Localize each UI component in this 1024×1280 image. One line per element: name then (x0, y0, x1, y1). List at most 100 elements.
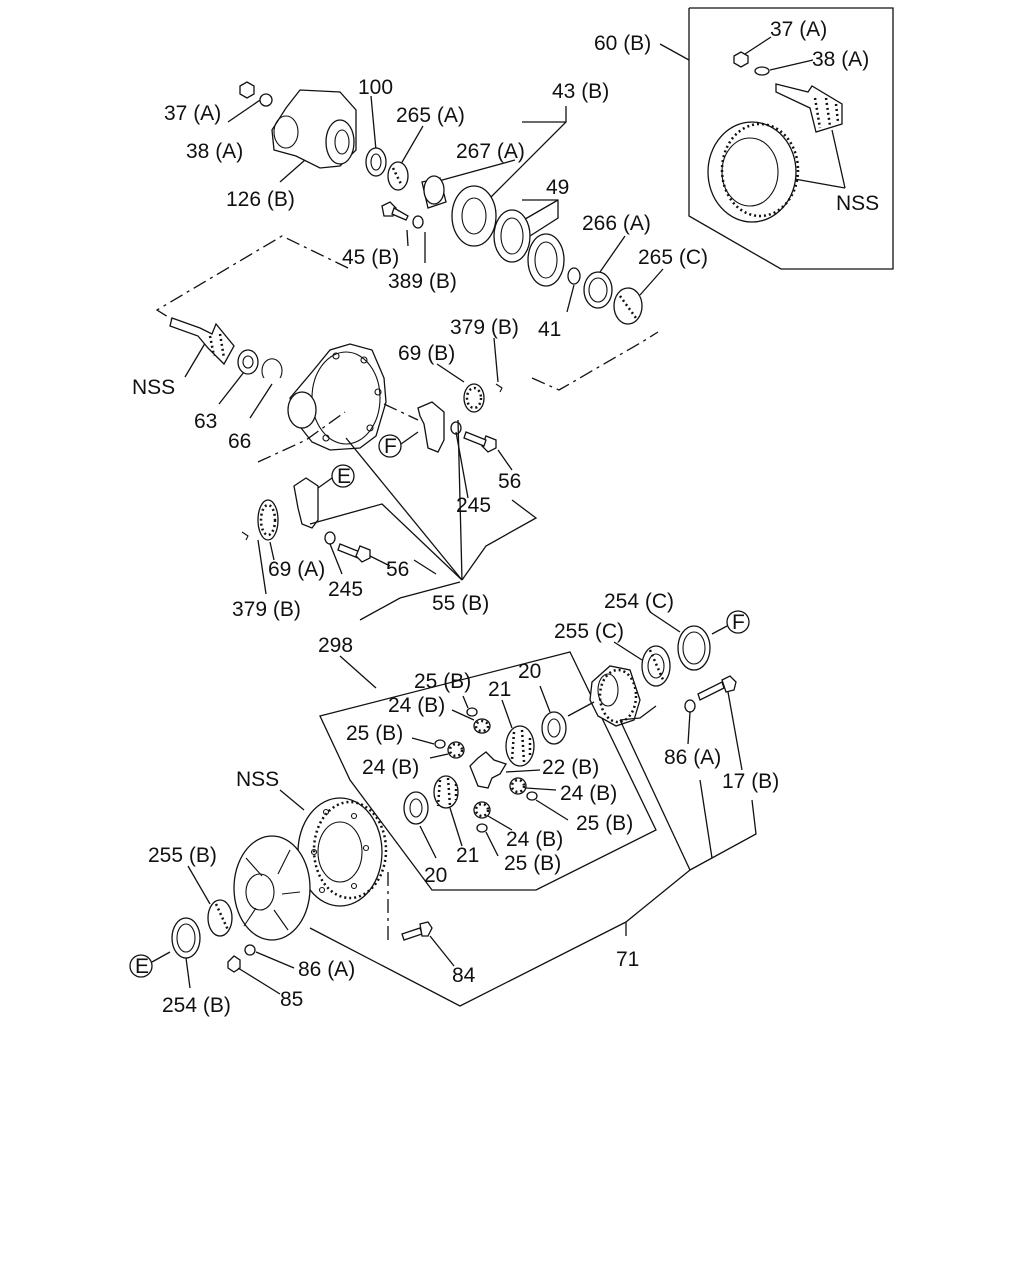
oil-seal-100 (365, 147, 387, 177)
label-20-top: 20 (518, 660, 541, 683)
washer-25b-4 (476, 823, 488, 833)
label-25b-2: 25 (B) (346, 722, 403, 745)
label-37a: 37 (A) (164, 102, 221, 125)
lead-lines-right (567, 611, 757, 871)
bolt-56-top (463, 431, 497, 453)
label-69a: 69 (A) (268, 558, 325, 581)
lead-56-top (497, 449, 513, 471)
outer-race-254c (677, 625, 711, 671)
label-86a-top: 86 (A) (664, 746, 721, 769)
lead-lines-caps (257, 403, 538, 621)
label-25b-3: 25 (B) (576, 812, 633, 835)
label-21-top: 21 (488, 678, 511, 701)
side-gear-21-top (505, 725, 535, 767)
bolt-84 (401, 921, 433, 941)
thrust-washer-20-bot (403, 791, 429, 825)
label-25b-1: 25 (B) (414, 670, 471, 693)
label-60b: 60 (B) (594, 32, 651, 55)
label-24b-2: 24 (B) (362, 756, 419, 779)
label-e-top: E (337, 465, 351, 488)
pinion-gear-24b-2 (447, 741, 465, 759)
pinion-gear-24b-1 (473, 718, 491, 734)
label-298: 298 (318, 634, 353, 657)
label-254c: 254 (C) (604, 590, 674, 613)
lead-lines-top (155, 95, 664, 419)
washer-86a-bot (244, 944, 256, 956)
nut-37a (239, 81, 255, 99)
yoke-flange-126b (271, 89, 357, 169)
bearing-retainer-43b (451, 185, 497, 247)
label-389b: 389 (B) (388, 270, 457, 293)
bearing-255c (641, 645, 671, 687)
lead-lines-diff (411, 685, 569, 859)
side-gear-21-bot (433, 775, 459, 809)
label-84: 84 (452, 964, 476, 987)
inset-pinion-gear (775, 83, 843, 133)
label-245-bot: 245 (328, 578, 363, 601)
label-255b: 255 (B) (148, 844, 217, 867)
diff-case-right (589, 665, 641, 727)
label-71: 71 (616, 948, 639, 971)
label-379b-top: 379 (B) (450, 316, 519, 339)
snap-ring-66 (261, 358, 283, 379)
label-38a: 38 (A) (186, 140, 243, 163)
label-255c: 255 (C) (554, 620, 624, 643)
label-41: 41 (538, 318, 561, 341)
pinion-gear-24b-3 (509, 777, 527, 795)
label-21-bot: 21 (456, 844, 479, 867)
callout-f-bot (711, 610, 750, 635)
lock-379b-bot (241, 531, 249, 541)
label-267a: 267 (A) (456, 140, 525, 163)
diff-case-left (233, 835, 311, 941)
collapsible-spacer-267a (421, 175, 447, 209)
label-f-bot: F (732, 611, 745, 634)
thrust-washer-20-top (541, 711, 567, 745)
label-55b: 55 (B) (432, 592, 489, 615)
bearing-cap-left (293, 477, 319, 529)
pinion-gear-24b-4 (473, 801, 491, 819)
washer-38a (259, 93, 273, 107)
shims-49 (493, 209, 565, 287)
bearing-265c (613, 287, 643, 325)
spider-22b (469, 751, 507, 789)
washer-86a-top (684, 699, 696, 713)
callout-f-top (378, 431, 419, 458)
label-254b: 254 (B) (162, 994, 231, 1017)
inset-nut-37a (733, 51, 749, 68)
callout-e-bot (129, 951, 171, 978)
ring-gear-nss (297, 797, 388, 907)
nut-85 (227, 955, 241, 973)
bolt-17b (697, 675, 737, 701)
bolt-45b (381, 201, 409, 221)
label-37a-box: 37 (A) (770, 18, 827, 41)
bolt-56-bot (337, 543, 371, 563)
label-379b-bot: 379 (B) (232, 598, 301, 621)
label-nss-pinion: NSS (132, 376, 175, 399)
washer-25b-1 (466, 707, 478, 717)
inset-ring-gear (707, 121, 800, 223)
bearing-cap-right (417, 401, 445, 453)
part-labels: 37 (A) 38 (A) 60 (B) NSS 37 (A) 38 (A) 1… (132, 18, 879, 1017)
lock-379b-top (495, 383, 503, 393)
bearing-63 (237, 349, 259, 375)
label-24b-4: 24 (B) (506, 828, 563, 851)
adjuster-nut-69b (463, 383, 485, 413)
lead-245-top (455, 431, 469, 499)
washer-41 (567, 267, 581, 285)
label-nss-ring: NSS (236, 768, 279, 791)
label-245-top: 245 (456, 494, 491, 517)
label-f-top: F (384, 435, 397, 458)
label-100: 100 (358, 76, 393, 99)
inset-washer-38a (754, 66, 770, 76)
label-126b: 126 (B) (226, 188, 295, 211)
label-266a: 266 (A) (582, 212, 651, 235)
washer-245-bot (324, 531, 336, 545)
label-45b: 45 (B) (342, 246, 399, 269)
label-86a-bot: 86 (A) (298, 958, 355, 981)
washer-389b (412, 215, 424, 229)
label-38a-box: 38 (A) (812, 48, 869, 71)
label-66: 66 (228, 430, 251, 453)
label-nss-box: NSS (836, 192, 879, 215)
washer-25b-2 (434, 739, 446, 749)
